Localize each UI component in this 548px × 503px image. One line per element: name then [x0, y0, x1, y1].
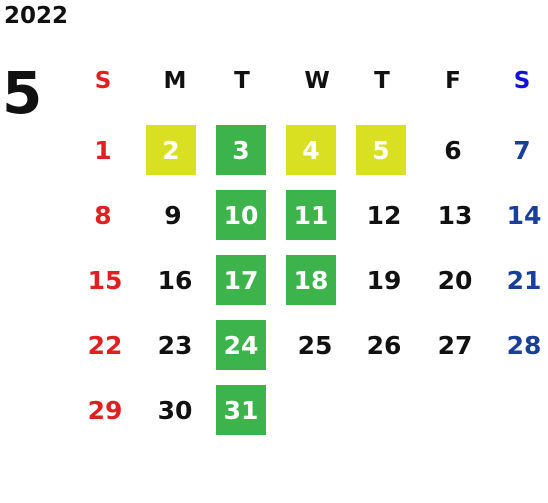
day-cell[interactable]: 25	[297, 330, 333, 360]
day-cell[interactable]: 28	[506, 330, 542, 360]
day-cell[interactable]: 20	[437, 265, 473, 295]
day-cell-highlighted[interactable]: 17	[216, 255, 266, 305]
day-cell[interactable]: 29	[87, 395, 123, 425]
weekday-header-fri: F	[445, 68, 461, 94]
weekday-header-mon: M	[163, 68, 187, 94]
day-cell-highlighted[interactable]: 4	[286, 125, 336, 175]
day-cell-highlighted[interactable]: 5	[356, 125, 406, 175]
weekday-header-sun: S	[94, 68, 112, 94]
day-cell[interactable]: 14	[506, 200, 542, 230]
day-cell-highlighted[interactable]: 3	[216, 125, 266, 175]
day-cell-highlighted[interactable]: 2	[146, 125, 196, 175]
day-cell[interactable]: 12	[366, 200, 402, 230]
day-cell[interactable]: 13	[437, 200, 473, 230]
day-cell[interactable]: 16	[157, 265, 193, 295]
day-cell-highlighted[interactable]: 18	[286, 255, 336, 305]
day-cell[interactable]: 9	[164, 200, 182, 230]
weekday-header-sat: S	[513, 68, 531, 94]
day-cell[interactable]: 1	[94, 135, 112, 165]
weekday-header-thu: T	[374, 68, 390, 94]
day-cell-highlighted[interactable]: 31	[216, 385, 266, 435]
day-cell[interactable]: 7	[513, 135, 531, 165]
day-cell[interactable]: 23	[157, 330, 193, 360]
day-cell[interactable]: 8	[94, 200, 112, 230]
day-cell[interactable]: 21	[506, 265, 542, 295]
weekday-header-wed: W	[304, 68, 330, 94]
year-label: 2022	[4, 3, 69, 29]
day-cell[interactable]: 6	[444, 135, 462, 165]
day-cell[interactable]: 26	[366, 330, 402, 360]
weekday-header-tue: T	[234, 68, 250, 94]
day-cell[interactable]: 19	[366, 265, 402, 295]
day-cell[interactable]: 30	[157, 395, 193, 425]
day-cell-highlighted[interactable]: 11	[286, 190, 336, 240]
day-cell[interactable]: 15	[87, 265, 123, 295]
day-cell[interactable]: 27	[437, 330, 473, 360]
day-cell-highlighted[interactable]: 24	[216, 320, 266, 370]
day-cell-highlighted[interactable]: 10	[216, 190, 266, 240]
day-cell[interactable]: 22	[87, 330, 123, 360]
month-number: 5	[2, 59, 43, 127]
